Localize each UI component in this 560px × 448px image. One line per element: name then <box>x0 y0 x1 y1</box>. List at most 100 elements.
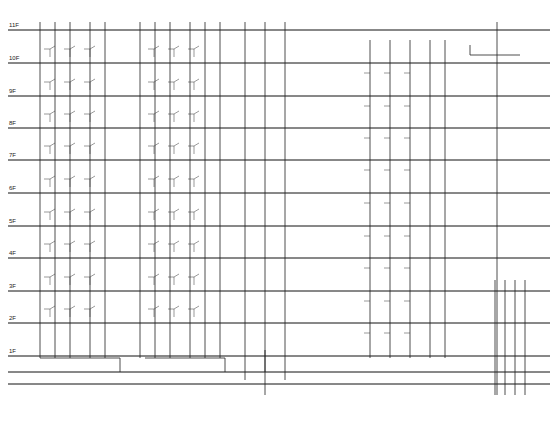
fixture-branch <box>44 306 55 317</box>
riser-pipe <box>497 22 498 395</box>
fixture-branch <box>44 143 55 154</box>
fixture-branch <box>384 268 390 269</box>
fixture-branch <box>168 111 179 122</box>
floor-line <box>8 291 550 292</box>
fixture-branch <box>64 79 75 90</box>
fixture-branch <box>168 79 179 90</box>
floor-label: 7F <box>8 152 17 158</box>
fixture-branch <box>364 170 370 171</box>
fixture-branch <box>64 274 75 285</box>
floor-line <box>8 30 550 31</box>
fixture-branch <box>188 176 199 187</box>
fixture-branch <box>364 138 370 139</box>
fixture-branch <box>148 46 159 57</box>
fixture-branch <box>148 111 159 122</box>
fixture-branch <box>188 306 199 317</box>
fixture-branch <box>404 170 410 171</box>
fixture-branch <box>84 111 95 122</box>
riser-pipe <box>55 22 56 358</box>
riser-pipe <box>70 22 71 358</box>
riser-pipe <box>220 22 221 358</box>
floor-line <box>8 323 550 324</box>
fixture-branch <box>84 209 95 220</box>
fixture-branch <box>364 236 370 237</box>
fixture-branch <box>188 46 199 57</box>
fixture-branch <box>168 46 179 57</box>
fixture-branch <box>84 274 95 285</box>
fixture-branch <box>44 46 55 57</box>
riser-pipe <box>370 40 371 358</box>
fixture-branch <box>188 274 199 285</box>
fixture-branch <box>44 79 55 90</box>
riser-pipe <box>40 22 41 358</box>
fixture-branch <box>404 106 410 107</box>
fixture-branch <box>148 79 159 90</box>
riser-pipe <box>245 22 246 380</box>
fixture-branch <box>404 236 410 237</box>
fixture-branch <box>84 143 95 154</box>
riser-pipes <box>40 22 497 395</box>
fixture-branch <box>44 274 55 285</box>
fixture-branch <box>364 203 370 204</box>
fixture-branch <box>188 143 199 154</box>
fixture-branch <box>384 170 390 171</box>
fixture-branch <box>84 79 95 90</box>
fixture-branch <box>404 203 410 204</box>
fixture-branch <box>384 203 390 204</box>
fixture-branch <box>84 176 95 187</box>
fixture-branch <box>168 143 179 154</box>
fixture-branch <box>64 176 75 187</box>
fixture-branch <box>188 209 199 220</box>
riser-pipe <box>140 22 141 358</box>
fixture-branch <box>364 268 370 269</box>
fixture-branch <box>404 301 410 302</box>
riser-pipe <box>155 22 156 358</box>
riser-pipe <box>265 22 266 395</box>
floor-line <box>8 258 550 259</box>
floor-line <box>8 193 550 194</box>
floor-line <box>8 356 550 357</box>
riser-pipe <box>105 22 106 358</box>
floor-label: 1F <box>8 348 17 354</box>
floor-label: 10F <box>8 55 20 61</box>
fixture-branch <box>44 176 55 187</box>
fixture-branch <box>384 138 390 139</box>
floor-label: 5F <box>8 218 17 224</box>
floor-line <box>8 160 550 161</box>
floor-line <box>8 96 550 97</box>
floor-line <box>8 63 550 64</box>
fixture-branch <box>168 241 179 252</box>
fixture-branch <box>404 333 410 334</box>
floor-line <box>8 384 550 385</box>
fixture-branch <box>364 73 370 74</box>
floor-line <box>8 128 550 129</box>
fixture-branch <box>148 176 159 187</box>
fixture-branch <box>148 274 159 285</box>
fixture-branch <box>168 274 179 285</box>
riser-pipe <box>170 22 171 358</box>
fixture-branch <box>364 333 370 334</box>
fixture-branch <box>384 106 390 107</box>
floor-line <box>8 372 550 373</box>
fixture-branch <box>148 306 159 317</box>
fixture-branch <box>384 333 390 334</box>
riser-pipe <box>430 40 431 358</box>
fixture-branch <box>84 46 95 57</box>
riser-pipe <box>90 22 91 358</box>
fixture-branch <box>168 209 179 220</box>
fixture-branch <box>84 241 95 252</box>
fixture-branch <box>168 176 179 187</box>
fixture-branch <box>148 143 159 154</box>
fixture-branch <box>384 73 390 74</box>
riser-pipe <box>205 22 206 358</box>
fixture-branch <box>364 301 370 302</box>
floor-label: 9F <box>8 88 17 94</box>
fixture-branch <box>64 46 75 57</box>
fixture-branch <box>148 209 159 220</box>
floor-line <box>8 226 550 227</box>
floor-label: 8F <box>8 120 17 126</box>
fixture-branch <box>64 209 75 220</box>
fixture-branch <box>404 73 410 74</box>
fixture-branch <box>188 241 199 252</box>
